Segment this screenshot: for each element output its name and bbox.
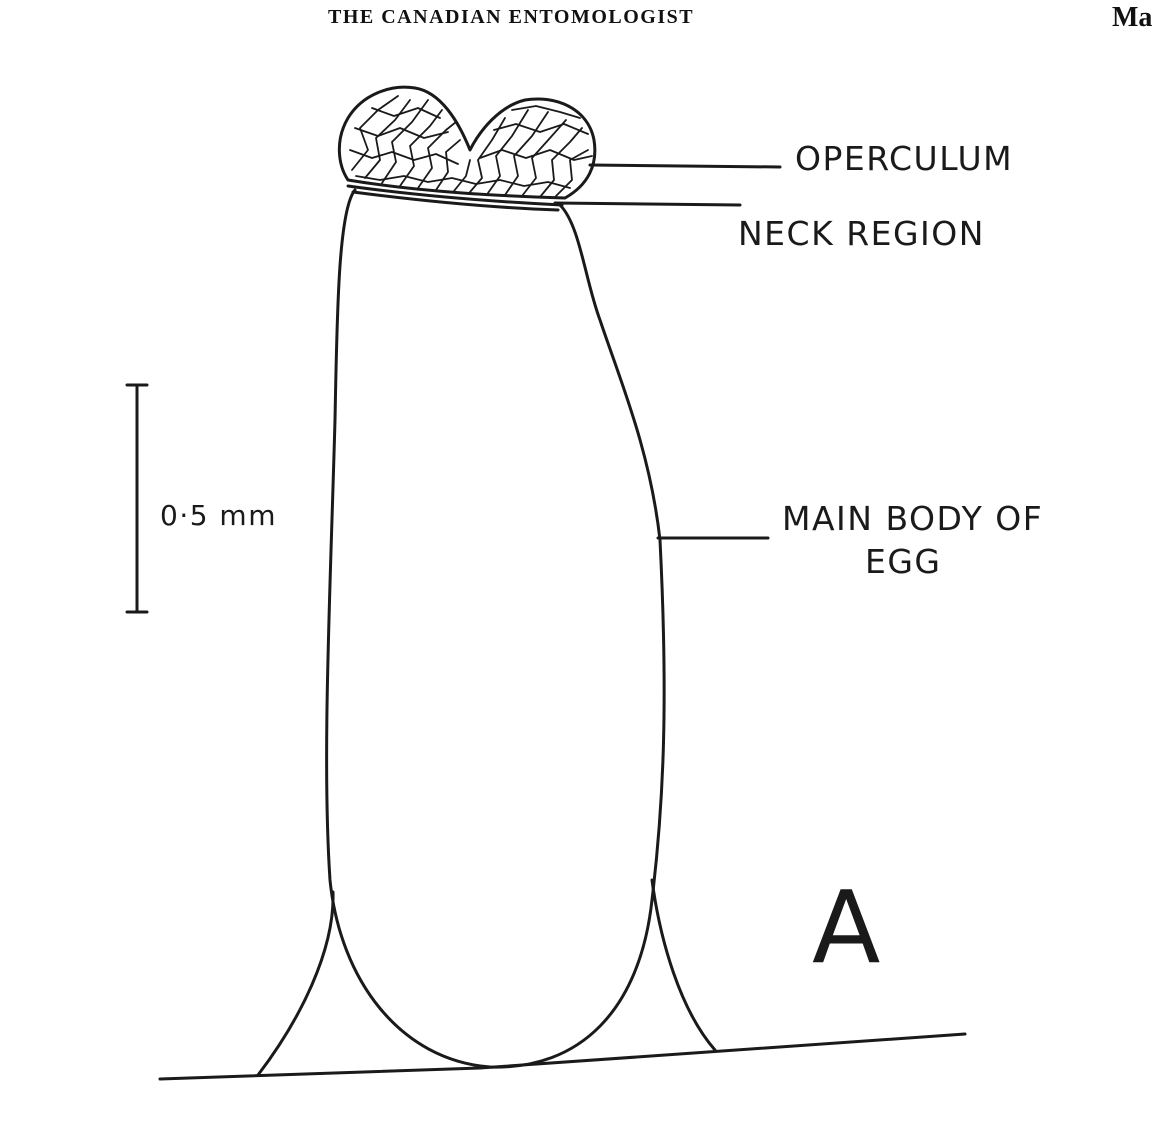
neck-region-leader-line [553,201,742,207]
main-body-label-line2: EGG [865,542,942,581]
scale-bar-label: 0·5 mm [160,499,277,532]
operculum-cap [337,85,597,200]
panel-letter: A [812,869,880,986]
neck-region-band [346,184,564,207]
left-attachment-stalk [256,890,335,1077]
neck-region-label: NECK REGION [738,214,985,253]
journal-title: THE CANADIAN ENTOMOLOGIST [328,6,695,28]
egg-main-body [325,188,666,1069]
substrate-line [158,1032,967,1081]
page-header: THE CANADIAN ENTOMOLOGIST Ma [0,0,1162,40]
operculum-label: OPERCULUM [795,139,1013,178]
page-number-fragment: Ma [1112,2,1153,33]
neck-region-band-lower [351,190,560,212]
operculum-leader-line [588,163,782,169]
right-attachment-stalk [650,878,717,1052]
operculum-net-pattern [349,95,593,198]
main-body-label-line1: MAIN BODY OF [782,499,1043,538]
